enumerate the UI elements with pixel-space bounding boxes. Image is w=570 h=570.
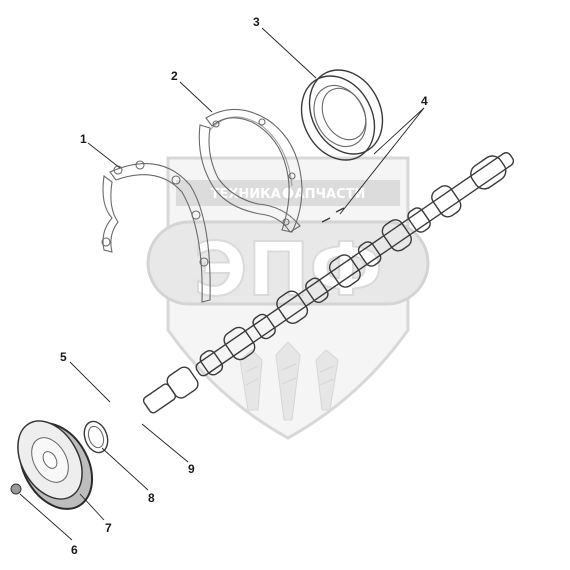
callout-8: 8 <box>148 491 155 505</box>
leader-3 <box>261 27 317 79</box>
wheat-icon <box>239 341 339 421</box>
leader-7 <box>79 493 105 521</box>
leader-4a <box>373 107 425 155</box>
part-2-gasket <box>198 108 303 233</box>
watermark-logo: ТЕХНИКА ЗАПЧАСТИ ЭПФ <box>146 156 430 440</box>
callout-numbers: 1 2 3 4 5 6 7 8 9 <box>60 15 428 557</box>
leader-5 <box>69 361 111 403</box>
part-6-nut <box>10 483 22 495</box>
leader-6 <box>19 493 73 541</box>
leader-4b <box>339 107 425 215</box>
callout-1: 1 <box>80 132 87 146</box>
watermark-logo-text: ЭПФ <box>193 227 383 313</box>
leader-lines <box>19 27 425 541</box>
callout-9: 9 <box>188 462 195 476</box>
leader-2 <box>179 81 213 113</box>
leader-1 <box>87 142 121 169</box>
part-8-ring <box>83 420 109 454</box>
part-7-gear <box>17 420 94 510</box>
gear-icon <box>281 186 295 200</box>
leader-9 <box>141 423 189 463</box>
callout-6: 6 <box>71 543 78 557</box>
part-4-pins <box>321 207 345 223</box>
part-3-seal <box>300 69 384 161</box>
callout-7: 7 <box>105 521 112 535</box>
leader-8 <box>101 447 149 491</box>
callout-2: 2 <box>171 69 178 83</box>
camshaft <box>142 152 515 414</box>
callout-4: 4 <box>421 94 428 108</box>
callout-3: 3 <box>253 15 260 29</box>
callout-5: 5 <box>60 350 67 364</box>
part-1-gasket <box>101 160 211 303</box>
watermark-pill <box>146 220 430 306</box>
